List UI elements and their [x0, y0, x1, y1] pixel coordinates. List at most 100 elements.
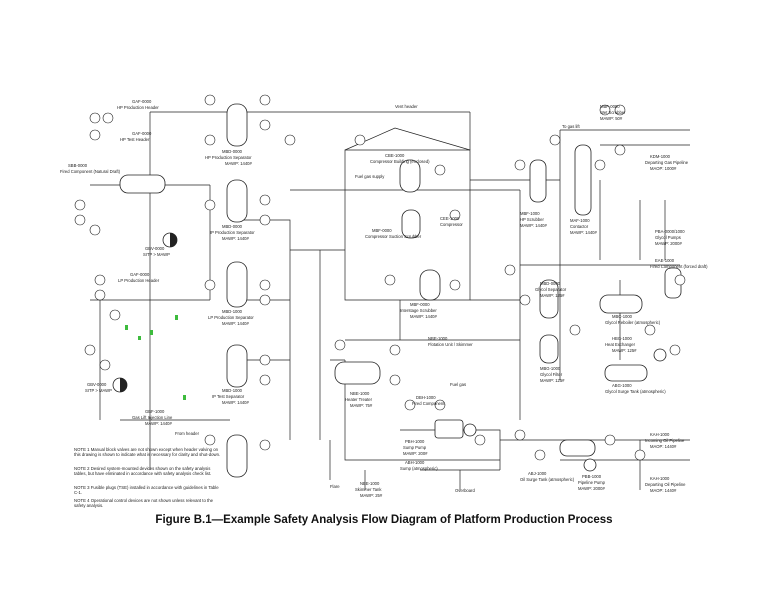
oil-surge-name: Oil Surge Tank (atmospheric): [520, 477, 575, 482]
vessel: [175, 315, 178, 320]
to-gas-lift-label: To gas lift: [562, 124, 581, 129]
instrument-bubble: [204, 94, 216, 106]
instrument-bubble: [259, 214, 271, 226]
wet-scrubber-name: Wet Scrubber: [600, 110, 626, 115]
heat-exchanger-tag: HBG-1000: [612, 336, 632, 341]
departing-gas-tag: KDM-1000: [650, 154, 671, 159]
glycol-reboiler-vessel: [599, 294, 643, 314]
interstage-mawp: MAWP: 1440#: [410, 314, 438, 319]
instrument-bubble: [384, 274, 396, 286]
fuel-supply-label: Fuel gas supply: [355, 174, 385, 179]
instrument-bubble: [259, 374, 271, 386]
gas-lift-mawp: MAWP: 1440#: [145, 421, 173, 426]
lp-prod-sep-mawp: MAWP: 1440#: [222, 321, 250, 326]
ip-test-sep-name: IP Test Separator: [212, 394, 245, 399]
heater-treater-vessel: [334, 361, 381, 385]
instrument-bubble: [474, 434, 486, 446]
glycol-sep-tag: MBD-0000: [540, 281, 561, 286]
interstage-scrubber-vessel: [419, 269, 441, 301]
ip-test-sep-tag: MBD-1000: [222, 388, 243, 393]
fired-3-tag: DBH-1000: [416, 395, 436, 400]
instrument-bubble: [634, 449, 646, 461]
departing-oil-name: Departing Oil Pipeline: [645, 482, 686, 487]
compressor-building-name: Compressor Building (enclosed): [370, 159, 430, 164]
instrument-bubble: [259, 279, 271, 291]
fired-component-name: Fired Component (Natural Draft): [60, 169, 121, 174]
instrument-bubble: [449, 209, 461, 221]
glycol-filter-vessel: [539, 334, 559, 364]
instrument-bubble: [204, 279, 216, 291]
hp-scrubber-tag: MBF-1000: [520, 211, 540, 216]
suction-scrubber-tag: MBF-0000: [372, 228, 392, 233]
compressor-vessel: [401, 209, 421, 239]
hp-test-header-tag: GAF-0000: [132, 131, 152, 136]
glycol-filter-name: Glycol Filter: [540, 372, 563, 377]
ip-prod-sep-tag: MBD-0000: [222, 224, 243, 229]
note-3: NOTE 3 Fusible plugs (TSE) installed in …: [74, 485, 219, 496]
incoming-oil-tag: KAH-1000: [650, 432, 670, 437]
ip-prod-sep-name: IP Production Separator: [210, 230, 255, 235]
oil-surge-tank-vessel: [559, 439, 596, 457]
instrument-bubble: [653, 348, 667, 362]
figure-caption: Figure B.1—Example Safety Analysis Flow …: [155, 514, 613, 526]
instrument-bubble: [94, 289, 106, 301]
heat-exchanger-name: Heat Exchanger: [605, 342, 636, 347]
instrument-bubble: [514, 429, 526, 441]
hp-scrubber-mawp: MAWP: 1440#: [520, 223, 548, 228]
instrument-bubble: [354, 134, 366, 146]
instrument-bubble: [514, 159, 526, 171]
flowline-lp-tag: GBV-0000: [87, 382, 107, 387]
hp-header-tag: GAF-0000: [132, 99, 152, 104]
instrument-bubble: [519, 294, 531, 306]
hp-scrubber-name: HP Scrubber: [520, 217, 545, 222]
instrument-bubble: [614, 144, 626, 156]
instrument-bubble: [669, 344, 681, 356]
ip-prod-sep-mawp: MAWP: 1440#: [222, 236, 250, 241]
ip-test-separator-vessel: [226, 344, 248, 388]
departing-gas-mawp: MAOP: 1000#: [650, 166, 677, 171]
contactor-tag: MAF-1000: [570, 218, 590, 223]
hp-prod-sep-mawp: MAWP: 1440#: [225, 161, 253, 166]
instrument-bubble: [259, 194, 271, 206]
reboiler-name: Glycol Reboiler (atmospheric): [605, 320, 661, 325]
skimmer-name: Skimmer Tank: [355, 487, 382, 492]
interstage-tag: MBF-0000: [410, 302, 430, 307]
lp-header-name: LP Production Header: [118, 278, 160, 283]
vent-label: Vent header: [395, 104, 418, 109]
compressor-building-tag: CBE-1000: [385, 153, 405, 158]
pipeline-pump-mawp: MAWP: 2000#: [578, 486, 606, 491]
flowline-lp-name: SITP > MAWP: [85, 388, 112, 393]
fired-3-name: Fired Component: [412, 401, 445, 406]
incoming-oil-mawp: MAOP: 1440#: [650, 444, 677, 449]
gas-lift-tag: GBF-1000: [145, 409, 165, 414]
instrument-bubble: [99, 359, 111, 371]
lp-prod-sep-tag: MBD-1000: [222, 309, 243, 314]
instrument-bubble: [404, 399, 416, 411]
sump-pump-mawp: MAWP: 200#: [403, 451, 428, 456]
sump-tag: ABH-1000: [405, 460, 425, 465]
instrument-bubble: [463, 423, 477, 437]
glycol-sep-name: Glycol Separator: [535, 287, 567, 292]
instrument-bubble: [89, 129, 101, 141]
glycol-surge-tag: ABG-1000: [612, 383, 632, 388]
glycol-sep-mawp: MAWP: 125#: [540, 293, 565, 298]
note-4: NOTE 4 Operational control devices are n…: [74, 498, 214, 509]
note-2: NOTE 2 Desired system-mounted devices sh…: [74, 466, 212, 477]
flare-label: Flare: [330, 484, 340, 489]
from-header-label: From header: [175, 431, 200, 436]
glycol-separator-vessel: [539, 279, 559, 319]
ip-production-separator-vessel: [226, 179, 248, 223]
hp-header-name: HP Production Header: [117, 105, 159, 110]
incoming-oil-name: Incoming Oil Pipeline: [645, 438, 685, 443]
vessel: [183, 395, 186, 400]
instrument-bubble: [549, 134, 561, 146]
hp-prod-sep-name: HP Production Separator: [205, 155, 252, 160]
instrument-bubble: [102, 112, 114, 124]
instrument-bubble: [89, 224, 101, 236]
instrument-bubble: [434, 164, 446, 176]
vessel: [150, 330, 153, 335]
gas-lift-name: Gas Lift Injection Line: [132, 415, 173, 420]
skimmer-mawp: MAWP: 25#: [360, 493, 383, 498]
glycol-pumps-mawp: MAWP: 2000#: [655, 241, 683, 246]
